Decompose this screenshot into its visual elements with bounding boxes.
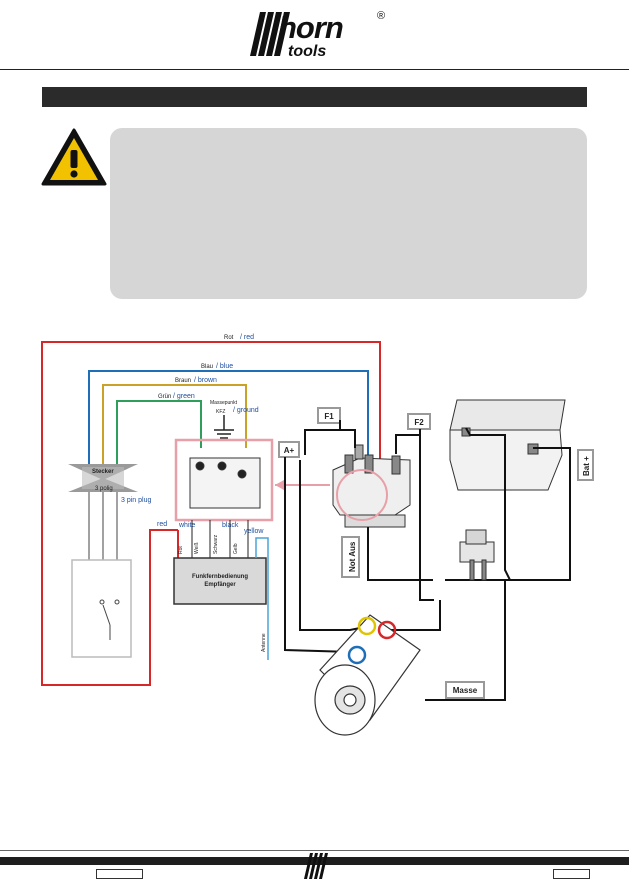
plug-label-en: 3 pin plug [121,497,151,504]
blue-wire [88,370,369,465]
plug-poles: 3 polig [95,486,113,492]
bat-plus-label: Bat + [582,456,591,476]
emergency-switch [459,529,495,581]
label-white: white [178,522,195,529]
terminal-yellow [357,616,377,636]
label-kfz: KFZ [216,409,225,415]
label-blau: Blau [201,364,213,370]
motor [314,614,421,736]
section-title-bar [42,87,587,107]
a-plus-label: A+ [284,446,295,455]
label-green-en: / green [173,393,195,400]
not-aus-label-box [341,536,360,578]
bat-plus-label-box [577,449,594,481]
wiring-diagram: Rot / red Blau / blue Braun / brown Grün… [41,334,594,736]
brand-name: horn [278,10,344,45]
footer-rule [0,850,629,851]
label-braun: Braun [175,378,191,384]
battery-plus-wire [445,447,571,581]
terminal-blue [347,645,367,665]
label-blue-en: / blue [216,363,233,370]
pin-gelb: Gelb [233,543,239,554]
f2-label: F2 [414,418,424,427]
label-rot: Rot [224,335,234,341]
antenna-wire [255,537,269,660]
motor-wire-2 [383,600,441,631]
footer-box-left [96,869,143,879]
masse-wire [425,580,506,701]
pin-weiss: Weiß [194,542,200,554]
masse-label: Masse [453,686,478,695]
label-brown-en: / brown [194,377,217,384]
footer-logo-icon [304,853,328,879]
f2-wire [395,429,434,601]
receiver-box [173,557,267,605]
receiver-line1: Funkfernbedienung [192,574,248,580]
f1-label-box [317,407,341,424]
f1-label: F1 [324,412,334,421]
brand-registered: ® [377,10,386,22]
green-wire [116,400,202,465]
brown-wire [102,384,247,465]
solenoid [332,444,411,528]
terminal-red [377,620,397,640]
battery-minus-wire [465,427,511,581]
brand-sub: tools [288,43,327,60]
label-red: red [157,521,167,528]
header-rule [0,69,629,70]
plug-title: Stecker [92,469,114,475]
warning-icon [41,128,107,186]
footer-box-right [553,869,590,879]
plug-connector [68,464,138,492]
label-red-en: / red [240,334,254,341]
remote-switch-box [71,559,132,658]
a-plus-label-box [278,441,300,458]
label-yellow: yellow [244,528,264,535]
f1-wire [304,420,356,455]
a-plus-wire [299,460,361,631]
warning-text-box [110,128,587,299]
battery [449,399,566,491]
horn-logo-stripes-icon [250,12,290,56]
receiver-line2: Empfänger [204,582,236,588]
not-aus-label: Not Aus [348,541,357,572]
solenoid-highlight [336,469,388,521]
pin-rot: Rot [178,546,184,554]
red-wire [41,341,381,686]
motor-wire-1 [284,457,353,653]
label-ground-en: / ground [233,407,259,414]
relay-block [189,457,261,509]
masse-label-box [445,681,485,699]
relay-highlight [174,438,274,522]
label-gruen: Grün [158,394,171,400]
ground-icon [214,415,234,439]
antenna-label: Antenne [261,633,267,652]
pin-schwarz: Schwarz [213,534,219,554]
not-aus-wire [367,527,433,581]
label-massepunkt: Massepunkt [210,400,238,406]
